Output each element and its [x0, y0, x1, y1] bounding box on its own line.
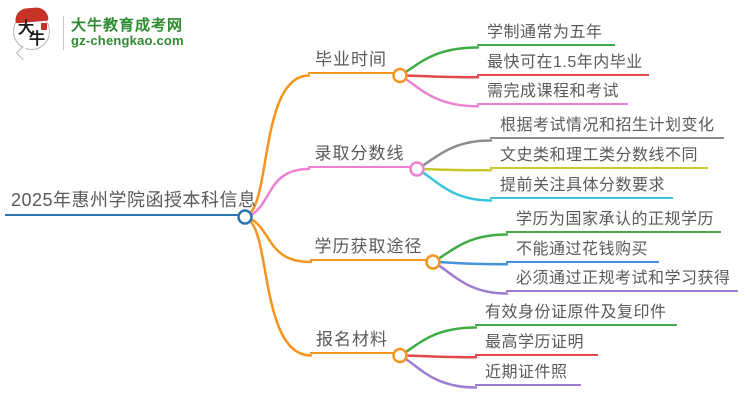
connector-branch3-leaf2 — [403, 357, 478, 389]
site-logo[interactable]: 大 牛 大牛教育成考网 gz-chengkao.com — [12, 6, 184, 61]
branch2-node-toggle[interactable] — [425, 254, 441, 270]
logo-char-niu: 牛 — [29, 31, 46, 48]
leaf-node-id-card[interactable]: 有效身份证原件及复印件 — [475, 304, 677, 326]
connector-root-branch-1 — [249, 167, 311, 217]
root-node-toggle[interactable] — [237, 209, 253, 225]
branch-node-graduation-time[interactable]: 毕业时间 — [308, 50, 394, 74]
connector-root-branch-0 — [248, 74, 311, 215]
connector-branch3-leaf0 — [403, 326, 478, 354]
connector-branch2-leaf2 — [436, 263, 509, 295]
leaf-node-cannot-buy[interactable]: 不能通过花钱购买 — [506, 241, 659, 263]
branch-node-admission-score[interactable]: 录取分数线 — [308, 144, 411, 168]
connector-branch1-leaf1 — [421, 167, 493, 172]
leaf-node-watch-score-requirements[interactable]: 提前关注具体分数要求 — [490, 177, 673, 199]
branch-node-enrollment-materials[interactable]: 报名材料 — [310, 330, 394, 354]
leaf-node-recent-photo[interactable]: 近期证件照 — [475, 364, 581, 386]
logo-char-da: 大 — [18, 20, 35, 37]
connector-root-branch-2 — [249, 217, 313, 264]
logo-badge-icon: 大 牛 — [12, 6, 56, 61]
connector-branch0-leaf2 — [403, 77, 480, 108]
branch3-node-toggle[interactable] — [392, 347, 408, 364]
connector-branch0-leaf1 — [404, 74, 480, 79]
connector-branch3-leaf1 — [404, 354, 478, 359]
site-name: 大牛教育成考网 — [71, 16, 184, 34]
leaf-node-highest-diploma[interactable]: 最高学历证明 — [475, 334, 598, 356]
logo-divider — [63, 16, 64, 50]
leaf-node-must-pass-exams[interactable]: 必须通过正规考试和学习获得 — [506, 270, 738, 292]
leaf-node-state-recognized[interactable]: 学历为国家承认的正规学历 — [506, 211, 721, 233]
connector-branch0-leaf0 — [403, 46, 480, 74]
connector-branch1-leaf0 — [420, 139, 493, 168]
connector-branch1-leaf2 — [420, 170, 493, 202]
leaf-node-arts-science-difference[interactable]: 文史类和理工类分数线不同 — [490, 147, 708, 169]
branch1-node-toggle[interactable] — [409, 161, 425, 177]
leaf-node-study-duration[interactable]: 学制通常为五年 — [477, 24, 615, 46]
site-url: gz-chengkao.com — [71, 33, 184, 49]
connector-branch2-leaf1 — [437, 260, 509, 266]
branch-node-credential-path[interactable]: 学历获取途径 — [310, 237, 427, 261]
leaf-node-complete-courses[interactable]: 需完成课程和考试 — [477, 83, 628, 105]
branch0-node-toggle[interactable] — [392, 67, 408, 84]
connector-branch2-leaf0 — [436, 233, 509, 261]
root-node[interactable]: 2025年惠州学院函授本科信息 — [5, 190, 256, 216]
connector-root-branch-3 — [248, 219, 313, 357]
logo-seal-icon — [41, 23, 47, 30]
leaf-node-score-varies[interactable]: 根据考试情况和招生计划变化 — [490, 117, 724, 139]
leaf-node-fastest-graduation[interactable]: 最快可在1.5年内毕业 — [477, 54, 649, 76]
